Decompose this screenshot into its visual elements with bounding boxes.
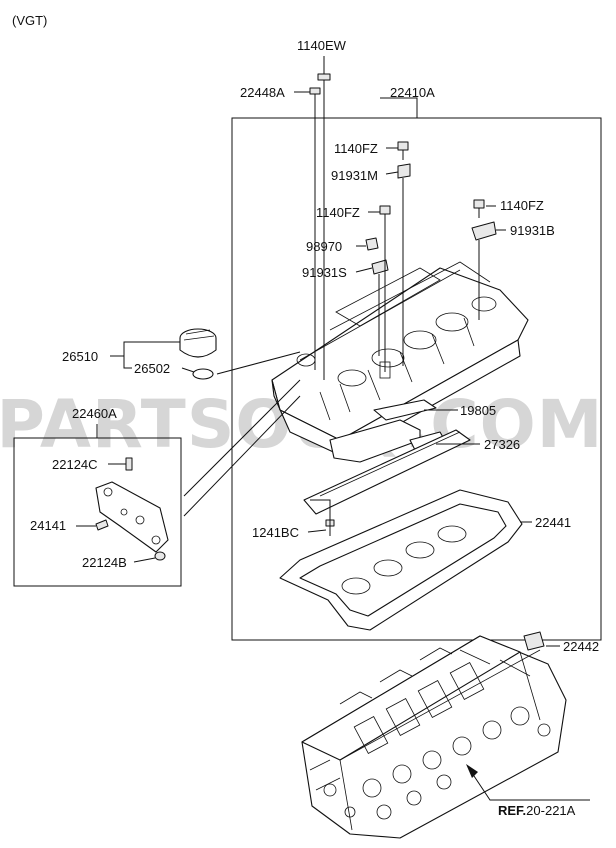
- part-label-26502[interactable]: 26502: [134, 361, 170, 376]
- part-label-22441[interactable]: 22441: [535, 515, 571, 530]
- part-label-98970[interactable]: 98970: [306, 239, 342, 254]
- part-label-91931B[interactable]: 91931B: [510, 223, 555, 238]
- pin-22124C: [125, 457, 133, 471]
- part-label-1241BC[interactable]: 1241BC: [252, 525, 299, 540]
- nut-98970: [365, 237, 379, 251]
- reference-code: 20-221A: [526, 803, 575, 818]
- part-label-1140EW[interactable]: 1140EW: [297, 38, 347, 53]
- reference-label[interactable]: REF.20-221A: [498, 803, 576, 818]
- bracket-91931B: [471, 221, 497, 241]
- breather-bracket-holes: [103, 487, 161, 545]
- oil-filler-seal: [192, 368, 214, 380]
- part-label-91931S[interactable]: 91931S: [302, 265, 347, 280]
- part-label-19805[interactable]: 19805: [460, 403, 496, 418]
- part-label-1140FZ-middle[interactable]: 1140FZ: [316, 205, 360, 220]
- part-label-22460A[interactable]: 22460A: [72, 406, 117, 421]
- part-label-26510[interactable]: 26510: [62, 349, 98, 364]
- cylinder-head: [301, 635, 567, 839]
- part-label-22124B[interactable]: 22124B: [82, 555, 127, 570]
- plug-22442: [523, 631, 545, 651]
- reference-arrow: [466, 764, 478, 778]
- grommet-22124B: [154, 551, 166, 561]
- part-label-1140FZ-right[interactable]: 1140FZ: [500, 198, 544, 213]
- bracket-91931M: [397, 163, 411, 179]
- part-label-1140FZ-upper[interactable]: 1140FZ: [334, 141, 378, 156]
- reference-prefix: REF.: [498, 803, 526, 818]
- part-label-27326[interactable]: 27326: [484, 437, 520, 452]
- variant-label: (VGT): [12, 13, 47, 28]
- cover-gasket-22441: [279, 489, 523, 631]
- bolt-1140FZ-right: [473, 199, 485, 218]
- rocker-cover: [271, 261, 529, 457]
- bolt-1140EW: [309, 73, 331, 108]
- breather-assembly-frame: [13, 437, 182, 587]
- leader-lines: [76, 56, 590, 801]
- bolt-24141: [95, 519, 109, 531]
- oil-filler-cap: [179, 328, 217, 358]
- bracket-91931S: [371, 259, 389, 275]
- part-label-91931M[interactable]: 91931M: [331, 168, 378, 183]
- breather-bracket: [95, 481, 169, 553]
- gasket-19805: [373, 399, 437, 421]
- bolt-1140FZ-upper: [397, 141, 409, 160]
- part-label-22442[interactable]: 22442: [563, 639, 599, 654]
- baffle-plate: [303, 429, 471, 515]
- part-label-24141[interactable]: 24141: [30, 518, 66, 533]
- part-label-22448A[interactable]: 22448A: [240, 85, 285, 100]
- bolt-1140FZ-middle: [379, 205, 391, 224]
- part-label-22124C[interactable]: 22124C: [52, 457, 98, 472]
- part-label-22410A[interactable]: 22410A: [390, 85, 435, 100]
